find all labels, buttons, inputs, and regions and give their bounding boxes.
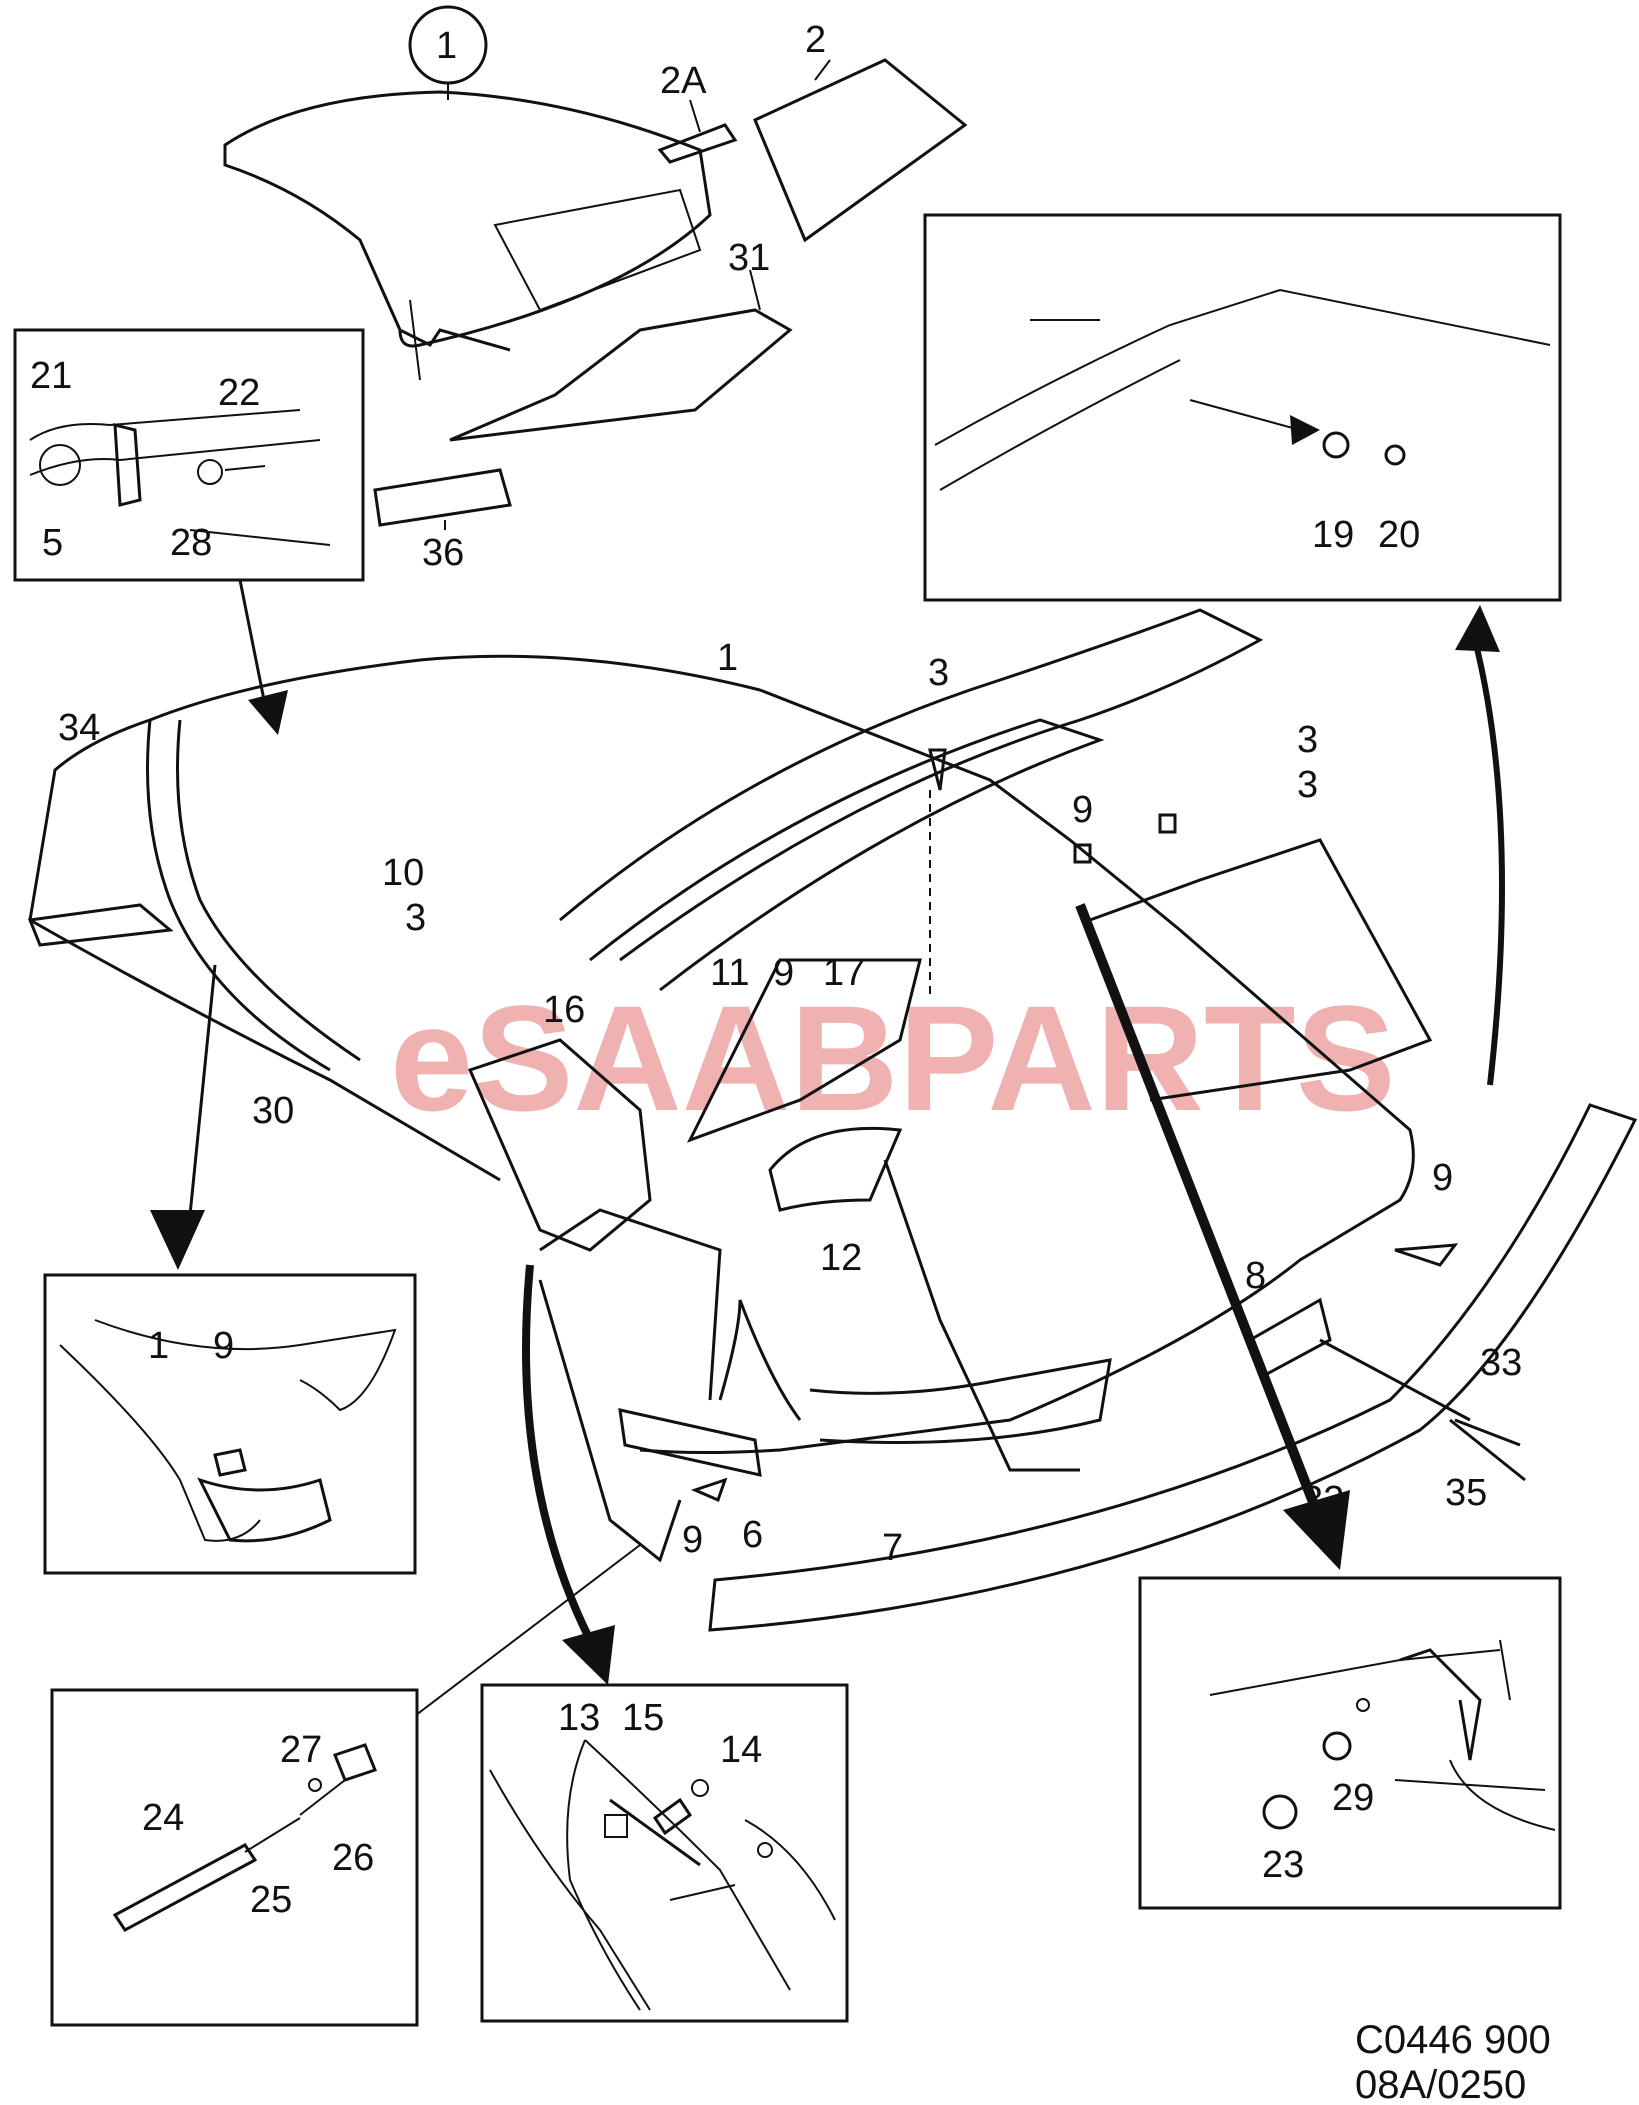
part-label-29: 29 — [1332, 1777, 1374, 1819]
part-label-33: 33 — [1480, 1342, 1522, 1384]
part-label-9-mid: 9 — [773, 952, 794, 994]
pin-part — [657, 123, 738, 164]
part-label-2: 2 — [805, 19, 826, 61]
part-label-3-left: 3 — [405, 897, 426, 939]
part-label-32: 32 — [1302, 1479, 1344, 1521]
part-label-2a: 2A — [660, 60, 707, 102]
part-label-24: 24 — [142, 1797, 184, 1839]
arrow-frame-to-left-inset — [150, 1210, 205, 1270]
watermark-text: eSAABPARTS — [390, 974, 1396, 1142]
part-label-3-right-a: 3 — [1297, 719, 1318, 761]
diagram-reference: 08A/0250 — [1355, 2063, 1526, 2105]
part-label-19: 19 — [1312, 514, 1354, 556]
arrow-frame-to-seal-inset — [1283, 1490, 1350, 1570]
part-label-13: 13 — [558, 1697, 600, 1739]
part-label-5: 5 — [42, 522, 63, 564]
arrow-frame-to-inset — [1455, 605, 1500, 652]
part-label-20: 20 — [1378, 514, 1420, 556]
part-label-1-inset: 1 — [148, 1325, 169, 1367]
rear-rail-strip — [708, 1103, 1638, 1632]
inset-hinge-detail — [13, 328, 365, 582]
part-label-10: 10 — [382, 852, 424, 894]
inset-clip-detail — [43, 1273, 417, 1575]
part-label-22: 22 — [218, 372, 260, 414]
part-label-9-low: 9 — [682, 1519, 703, 1561]
top-frame-assembly — [28, 608, 1433, 1563]
part-label-27: 27 — [280, 1729, 322, 1771]
inset-fastener-detail — [923, 213, 1562, 602]
arrow-frame-to-cable-inset — [562, 1625, 615, 1685]
part-label-1-main: 1 — [717, 637, 738, 679]
part-label-1-circled: 1 — [436, 25, 457, 67]
part-label-14: 14 — [720, 1729, 762, 1771]
part-label-3-top: 3 — [928, 652, 949, 694]
part-label-9-right: 9 — [1432, 1157, 1453, 1199]
part-label-25: 25 — [250, 1879, 292, 1921]
inset-cable-end-detail — [50, 1688, 419, 2027]
part-label-9-inset: 9 — [213, 1325, 234, 1367]
part-label-9-top: 9 — [1072, 789, 1093, 831]
part-label-12: 12 — [820, 1237, 862, 1279]
soft-top-assembly — [223, 90, 712, 381]
part-label-35: 35 — [1445, 1472, 1487, 1514]
part-label-23: 23 — [1262, 1844, 1304, 1886]
trim-strip — [373, 468, 512, 527]
part-label-15: 15 — [622, 1697, 664, 1739]
inset-spring-detail — [480, 1683, 849, 2023]
liner-panel — [449, 308, 793, 442]
part-label-11: 11 — [710, 952, 749, 994]
front-strip — [27, 903, 174, 947]
part-label-26: 26 — [332, 1837, 374, 1879]
part-label-8: 8 — [1245, 1255, 1266, 1297]
rear-window-panel — [753, 58, 968, 243]
part-label-21: 21 — [30, 355, 72, 397]
part-label-36: 36 — [422, 532, 464, 574]
part-label-28: 28 — [170, 522, 212, 564]
part-label-17: 17 — [823, 952, 865, 994]
part-label-6: 6 — [742, 1514, 763, 1556]
part-label-30: 30 — [252, 1090, 294, 1132]
part-label-3-right-b: 3 — [1297, 764, 1318, 806]
part-label-34: 34 — [58, 707, 100, 749]
part-label-7: 7 — [882, 1527, 903, 1569]
part-label-16: 16 — [543, 989, 585, 1031]
part-label-31: 31 — [728, 237, 770, 279]
arrow-inset-to-frame — [248, 690, 288, 735]
diagram-code: C0446 900 — [1355, 2018, 1551, 2062]
